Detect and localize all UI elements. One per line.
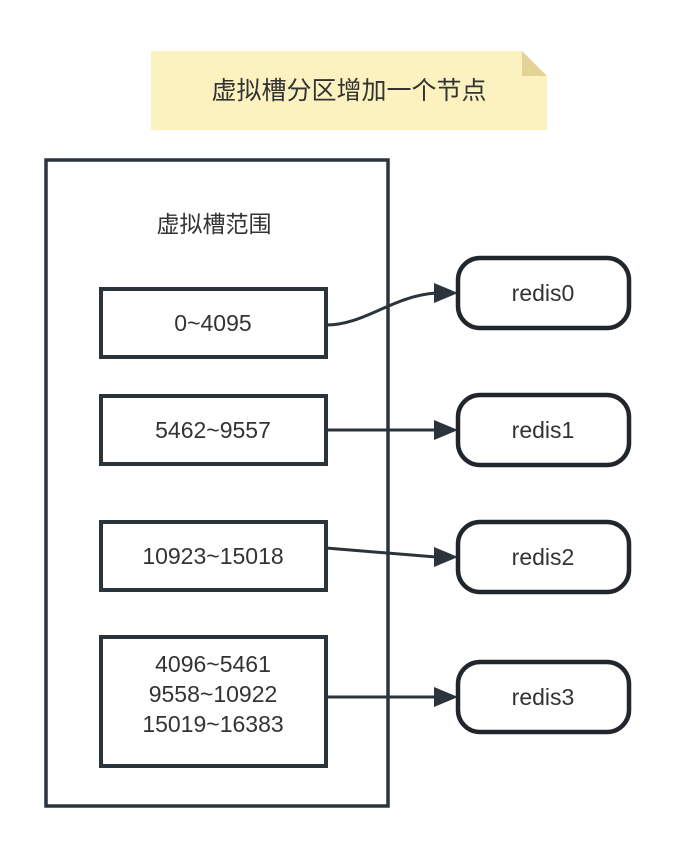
slot-box-3[interactable]: 4096~5461 9558~10922 15019~16383 — [99, 635, 328, 768]
node-redis1-label: redis1 — [512, 417, 575, 443]
slot-box-3-label-line-3: 15019~16383 — [142, 711, 283, 737]
node-redis0-label: redis0 — [512, 280, 575, 306]
node-redis2-label: redis2 — [512, 544, 575, 570]
slot-box-3-rect[interactable] — [99, 635, 328, 768]
node-redis1[interactable]: redis1 — [455, 392, 632, 468]
edge-slot0-arrowhead — [434, 283, 458, 303]
slot-box-0-label: 0~4095 — [174, 310, 251, 336]
slot-box-3-label-line-2: 9558~10922 — [149, 681, 278, 707]
slot-box-1[interactable]: 5462~9557 — [99, 394, 328, 466]
slot-box-1-rect[interactable] — [99, 394, 328, 466]
edge-slot2-to-redis2 — [325, 546, 458, 567]
slot-box-0-rect[interactable] — [99, 287, 328, 359]
node-redis0-shape[interactable] — [455, 255, 632, 331]
edge-slot3-arrowhead — [434, 687, 458, 707]
node-redis1-shape[interactable] — [455, 392, 632, 468]
banner-fold-corner — [522, 51, 547, 76]
container-label: 虚拟槽范围 — [157, 211, 272, 237]
edge-slot1-arrowhead — [434, 420, 458, 440]
node-redis2-shape[interactable] — [455, 519, 632, 595]
edge-slot2-arrowhead — [434, 547, 458, 567]
node-redis3-shape[interactable] — [455, 659, 632, 735]
node-redis3[interactable]: redis3 — [455, 659, 632, 735]
node-redis0[interactable]: redis0 — [455, 255, 632, 331]
node-redis2[interactable]: redis2 — [455, 519, 632, 595]
edge-slot2-path — [325, 546, 437, 559]
edge-slot0-to-redis0 — [325, 283, 458, 327]
slot-box-0[interactable]: 0~4095 — [99, 287, 328, 359]
slot-box-2-rect[interactable] — [99, 520, 328, 592]
node-redis3-label: redis3 — [512, 684, 575, 710]
title-banner: 虚拟槽分区增加一个节点 — [151, 51, 547, 130]
edge-slot1-to-redis1 — [326, 420, 458, 440]
slot-box-1-label: 5462~9557 — [155, 417, 271, 443]
banner-title: 虚拟槽分区增加一个节点 — [211, 77, 486, 105]
slot-box-2-label: 10923~15018 — [142, 543, 283, 569]
banner-background — [151, 51, 547, 130]
edge-slot3-to-redis3 — [326, 687, 458, 707]
edge-slot0-path — [325, 291, 437, 327]
slot-box-2[interactable]: 10923~15018 — [99, 520, 328, 592]
slot-box-3-label-line-1: 4096~5461 — [155, 651, 271, 677]
